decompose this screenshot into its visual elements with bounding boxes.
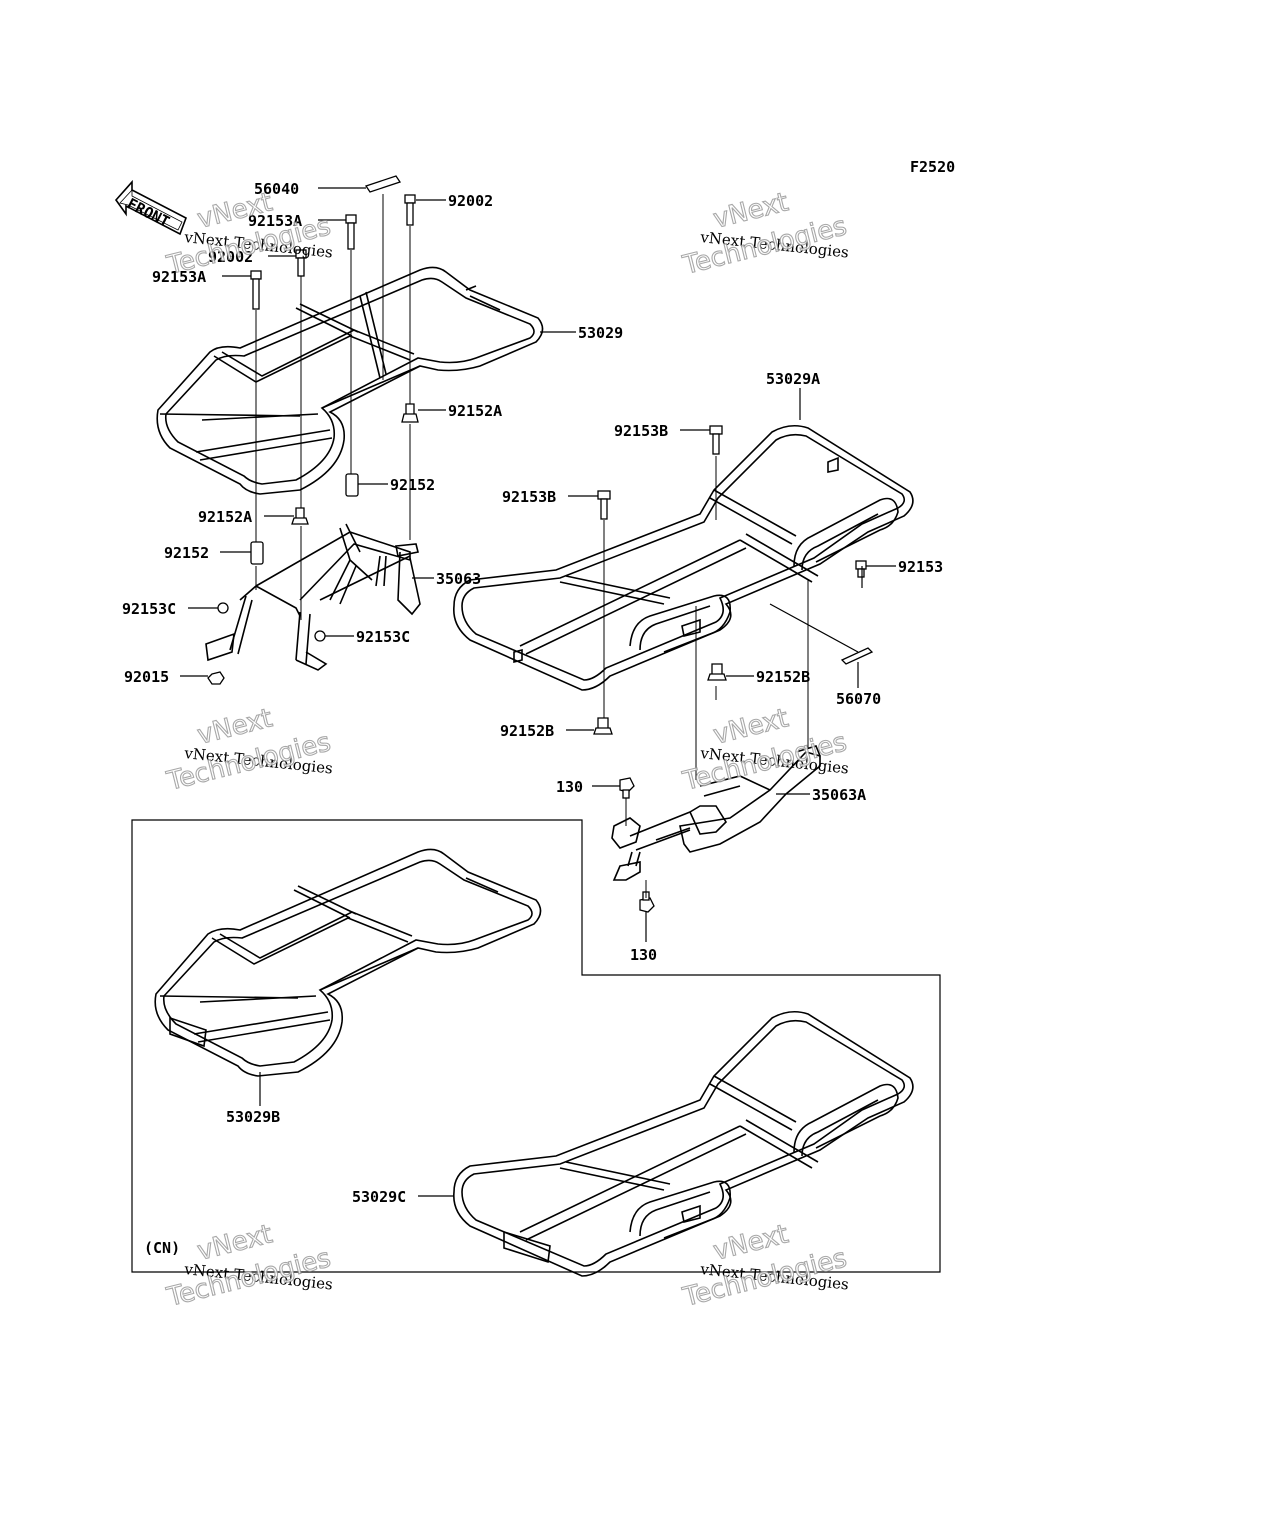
bolt-130-1-icon [619, 777, 635, 799]
label-35063: 35063 [436, 570, 481, 588]
watermark-top-right: vNext vNext Technologies Technologies [679, 187, 850, 282]
label-92153C-1: 92153C [122, 600, 176, 618]
label-92002-top: 92002 [448, 192, 493, 210]
rear-carrier-53029C [453, 1010, 914, 1277]
cn-variant-box [131, 819, 941, 1273]
label-92152-1: 92152 [390, 476, 435, 494]
label-56070: 56070 [836, 690, 881, 708]
bolt-92153-icon [855, 560, 867, 578]
label-92153B-2: 92153B [502, 488, 556, 506]
label-130-1: 130 [556, 778, 583, 796]
collar-92152B-1-icon [707, 663, 727, 681]
label-130-2: 130 [630, 946, 657, 964]
bolt-130-2-icon [639, 891, 655, 913]
part-labels: 56040 92002 92153A 92002 92153A 53029 92… [122, 180, 943, 1206]
collar-92152A-1-icon [401, 403, 419, 423]
hardware [207, 175, 874, 913]
label-92153A-1: 92153A [248, 212, 302, 230]
collar-92152A-2-icon [291, 507, 309, 525]
bolt-92153B-1-icon [709, 425, 723, 455]
bolt-92153C-2-icon [314, 630, 326, 642]
label-92015: 92015 [124, 668, 169, 686]
stand-35063A [611, 745, 821, 881]
label-plate-56040-icon [364, 175, 402, 193]
label-92152B-2: 92152B [500, 722, 554, 740]
collar-92152-2-icon [250, 541, 264, 565]
bolt-92153C-1-icon [217, 602, 229, 614]
rear-carrier-53029A [453, 424, 914, 691]
collar-92152B-2-icon [593, 717, 613, 735]
watermark-top-left: vNext vNext Technologies Technologies [163, 187, 334, 282]
collar-92152-1-icon [345, 473, 359, 497]
watermark-mid-left: vNext vNext Technologies Technologies [163, 703, 334, 798]
label-92002-left: 92002 [208, 248, 253, 266]
front-carrier-53029 [156, 266, 544, 495]
bolt-92002-top-icon [404, 194, 416, 226]
front-arrow-icon: FRONT [114, 179, 187, 236]
watermark-bottom-left: vNext vNext Technologies Technologies [163, 1219, 334, 1314]
label-92152A-2: 92152A [198, 508, 252, 526]
label-92153: 92153 [898, 558, 943, 576]
leader-lines [180, 187, 896, 1197]
label-92152A-1: 92152A [448, 402, 502, 420]
diagram-code: F2520 [910, 158, 955, 176]
label-92153B-1: 92153B [614, 422, 668, 440]
label-92152-2: 92152 [164, 544, 209, 562]
bolt-92153B-2-icon [597, 490, 611, 520]
watermark-bottom-right: vNext vNext Technologies Technologies [679, 1219, 850, 1314]
label-92153C-2: 92153C [356, 628, 410, 646]
cn-label: (CN) [144, 1239, 180, 1257]
label-92152B-1: 92152B [756, 668, 810, 686]
bolt-92153A-1-icon [345, 214, 357, 250]
bolt-92153A-2-icon [250, 270, 262, 310]
label-53029C: 53029C [352, 1188, 406, 1206]
label-92153A-2: 92153A [152, 268, 206, 286]
label-53029: 53029 [578, 324, 623, 342]
front-carrier-53029B [154, 848, 542, 1077]
nut-92015-icon [207, 671, 225, 685]
watermark-mid-right: vNext vNext Technologies Technologies [679, 703, 850, 798]
label-56040: 56040 [254, 180, 299, 198]
stand-35063 [205, 523, 421, 671]
label-35063A: 35063A [812, 786, 866, 804]
label-53029A: 53029A [766, 370, 820, 388]
label-plate-56070-icon [840, 647, 874, 665]
label-53029B: 53029B [226, 1108, 280, 1126]
